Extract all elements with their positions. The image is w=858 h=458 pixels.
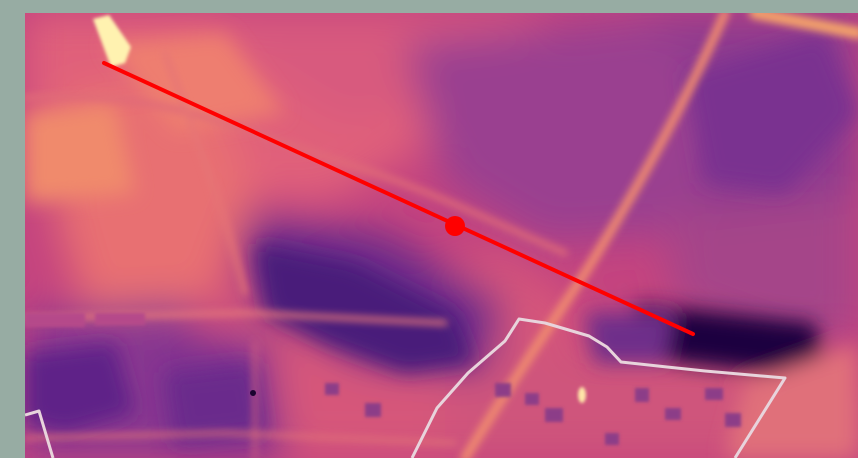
- hot-spots: [93, 15, 586, 403]
- hot-spot-small: [578, 387, 586, 403]
- dark-point: [250, 390, 256, 396]
- measure-line[interactable]: [102, 61, 695, 336]
- boundary-left: [25, 409, 55, 458]
- thermal-map-viewport[interactable]: [25, 13, 858, 458]
- heat-details: [25, 33, 858, 458]
- thermal-map[interactable]: [25, 13, 858, 458]
- building-blocks: [25, 313, 741, 445]
- measure-line-tool[interactable]: [102, 61, 695, 336]
- hot-spot-building: [93, 15, 131, 67]
- boundary-lines: [25, 317, 787, 458]
- measure-midpoint-handle[interactable]: [445, 216, 465, 236]
- boundary-polygon: [410, 317, 787, 458]
